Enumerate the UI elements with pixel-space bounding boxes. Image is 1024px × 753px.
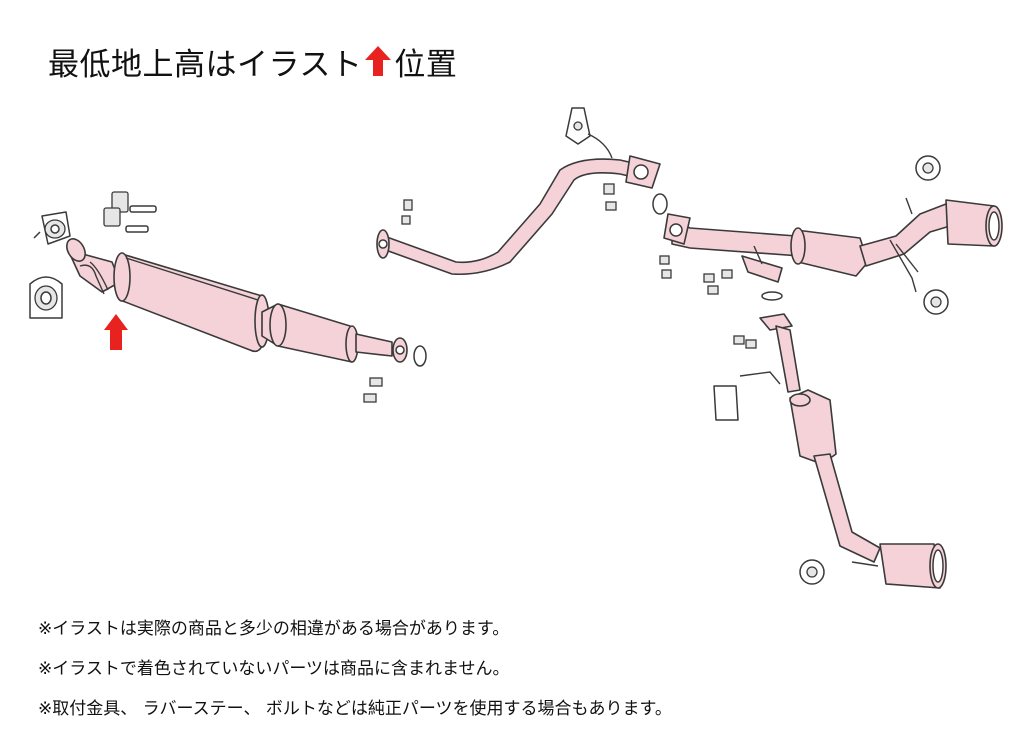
front-catalyzer <box>261 303 408 363</box>
front-muffler <box>113 252 270 353</box>
center-small-bolts <box>659 255 783 301</box>
ground-clearance-marker-icon <box>104 314 128 350</box>
front-inlet-pipe <box>66 238 121 295</box>
rear-lower-hangers <box>713 335 825 585</box>
rear-upper-branch <box>663 199 1003 293</box>
up-arrow-icon <box>364 44 392 78</box>
front-rubber-mount <box>29 276 63 319</box>
rear-lower-branch <box>739 313 947 589</box>
front-springs-bolts <box>103 191 157 233</box>
title-arrow-shape <box>365 46 392 76</box>
title-text-before: 最低地上高はイラスト <box>48 46 363 83</box>
center-pipe <box>376 107 668 276</box>
rear-upper-hangers <box>905 155 949 315</box>
page-title: 最低地上高はイラスト 位置 <box>48 38 457 84</box>
title-text-after: 位置 <box>394 46 458 83</box>
note-2: ※イラストで着色されていないパーツは商品に含まれません。 <box>38 659 510 679</box>
front-hanger-bracket <box>33 211 71 245</box>
note-1: ※イラストは実際の商品と多少の相違がある場合があります。 <box>38 619 510 639</box>
front-gasket-bolts <box>363 345 427 403</box>
note-3: ※取付金具、 ラバーステー、 ボルトなどは純正パーツを使用する場合もあります。 <box>38 699 672 719</box>
exhaust-system-illustration <box>29 107 1003 589</box>
